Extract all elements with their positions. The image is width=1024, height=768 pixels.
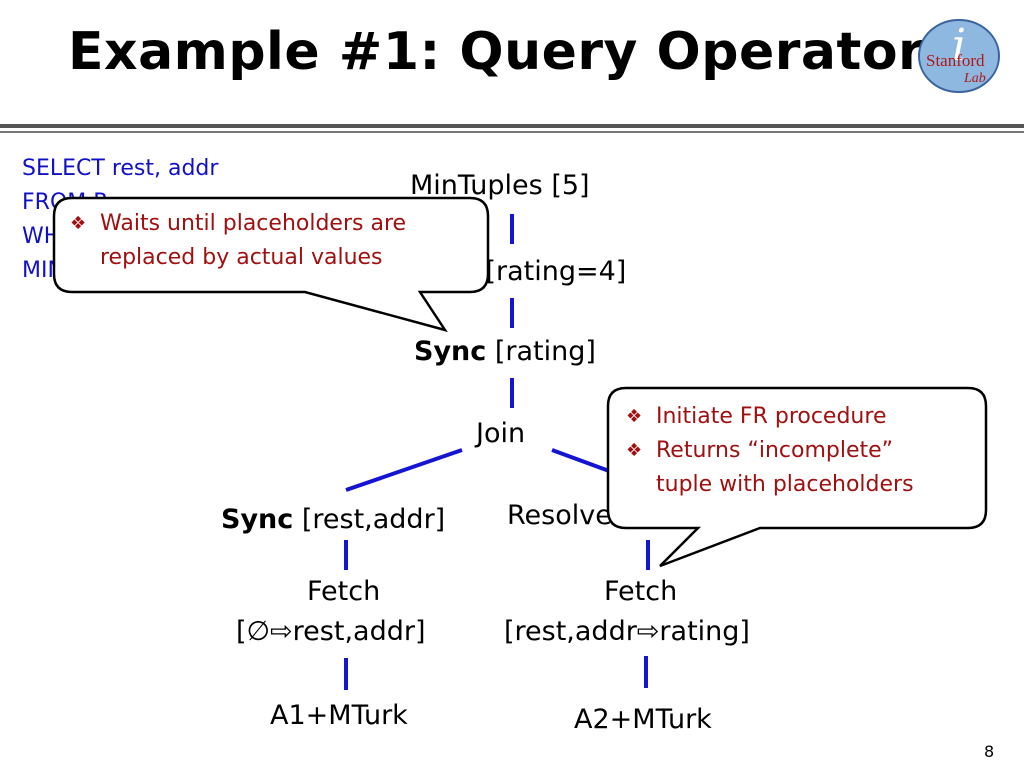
node-a1-mturk: A1+MTurk	[270, 700, 408, 731]
page-number: 8	[984, 742, 995, 761]
diamond-bullet-icon: ❖	[70, 213, 87, 234]
sync-keyword: Sync	[221, 504, 294, 535]
sync-keyword: Sync	[414, 336, 487, 367]
edge-join-sync-left	[345, 448, 463, 492]
slide-title: Example #1: Query Operators	[68, 22, 956, 82]
callout-right-item-cont: tuple with placeholders	[656, 472, 914, 497]
node-fetch-right-arg: [rest,addr⇨rating]	[504, 616, 750, 647]
svg-text:i: i	[952, 20, 966, 71]
sync-argument: [rest,addr]	[293, 504, 446, 535]
title-rule-thin	[0, 131, 1024, 133]
sql-line-select: SELECT rest, addr	[22, 156, 219, 181]
callout-left-item: ❖Waits until placeholders are	[70, 207, 406, 241]
node-fetch-right: Fetch	[604, 576, 678, 607]
diamond-bullet-icon: ❖	[626, 440, 643, 461]
node-a2-mturk: A2+MTurk	[574, 704, 712, 735]
diamond-bullet-icon: ❖	[626, 406, 643, 427]
callout-right-item: ❖Returns “incomplete”	[626, 434, 914, 468]
title-rule	[0, 124, 1024, 128]
callout-right: ❖Initiate FR procedure ❖Returns “incompl…	[626, 400, 914, 502]
callout-right-item: ❖Initiate FR procedure	[626, 400, 914, 434]
callout-left-item-cont: replaced by actual values	[100, 245, 383, 270]
node-fetch-left-arg: [∅⇨rest,addr]	[236, 616, 426, 647]
callout-left-bubble	[52, 196, 490, 333]
stanford-lab-logo: i Stanford Lab	[918, 19, 1000, 93]
sync-argument: [rating]	[486, 336, 596, 367]
node-sync-rest-addr: Sync [rest,addr]	[221, 504, 445, 535]
callout-right-bubble	[606, 386, 988, 568]
callout-left: ❖Waits until placeholders are replaced b…	[70, 207, 406, 275]
node-join: Join	[476, 418, 526, 449]
node-mintuples: MinTuples [5]	[410, 170, 590, 201]
svg-text:Lab: Lab	[963, 71, 986, 86]
node-fetch-left: Fetch	[307, 576, 381, 607]
svg-text:Stanford: Stanford	[926, 51, 985, 70]
node-sync-rating: Sync [rating]	[414, 336, 596, 367]
